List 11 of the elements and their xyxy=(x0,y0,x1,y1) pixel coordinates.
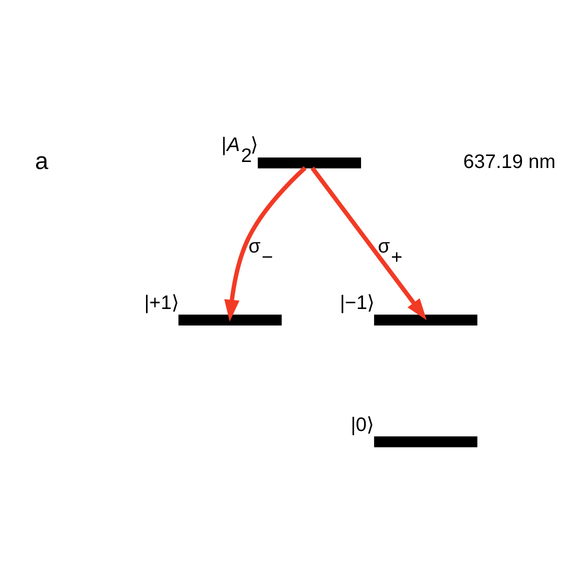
label: 637.19 nm xyxy=(463,150,556,172)
label: a xyxy=(34,148,48,175)
arrow xyxy=(224,166,307,322)
node-bar xyxy=(374,314,478,325)
node-label: |+1⟩ xyxy=(144,292,180,314)
node-bar xyxy=(374,436,478,447)
node-label: |0⟩ xyxy=(350,413,375,436)
node-label: |−1⟩ xyxy=(340,292,376,314)
node-bar xyxy=(178,314,282,325)
node-bar xyxy=(258,157,362,168)
arrow xyxy=(310,166,427,320)
